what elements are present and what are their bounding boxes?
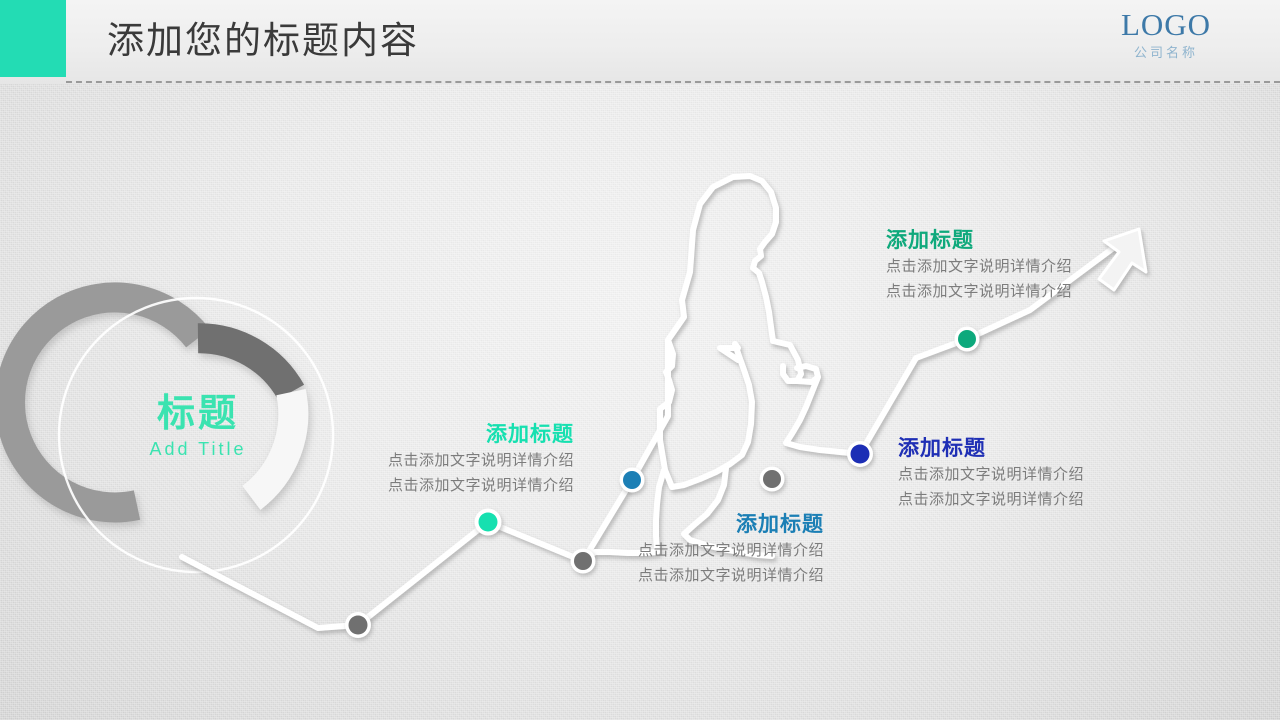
callout-title: 添加标题 — [886, 229, 974, 252]
callout-line: 点击添加文字说明详情介绍 — [898, 491, 1085, 508]
line-segment-2 — [355, 519, 491, 628]
figure-outline-left — [629, 173, 779, 483]
data-point-5[interactable] — [759, 466, 785, 492]
data-point-4[interactable] — [619, 467, 645, 493]
figure-hand — [794, 363, 821, 385]
page-title: 添加您的标题内容 — [107, 21, 419, 62]
line-segment-3 — [485, 519, 586, 564]
callout-title: 添加标题 — [486, 423, 575, 446]
donut-outer-ring — [57, 296, 335, 574]
callout-line: 点击添加文字说明详情介绍 — [638, 542, 825, 559]
figure-arm — [770, 338, 804, 384]
figure-rear-leg — [580, 467, 667, 564]
donut-segment-dark-gray — [197, 323, 305, 400]
header-divider — [66, 81, 1280, 83]
callout-line: 点击添加文字说明详情介绍 — [388, 477, 575, 494]
figure-torso — [657, 337, 755, 490]
donut-segment-white — [241, 388, 309, 510]
logo: LOGO 公司名称 — [1096, 8, 1236, 62]
figure-front-leg — [681, 465, 775, 559]
line-segment-4 — [580, 477, 635, 564]
callout-block-4[interactable]: 添加标题 点击添加文字说明详情介绍 点击添加文字说明详情介绍 — [886, 228, 1072, 304]
data-point-1[interactable] — [345, 612, 371, 638]
donut-chart — [0, 282, 309, 523]
callout-line: 点击添加文字说明详情介绍 — [886, 258, 1073, 275]
data-point-6[interactable] — [847, 441, 873, 467]
logo-company-name: 公司名称 — [1133, 45, 1198, 60]
callout-block-1[interactable]: 添加标题 点击添加文字说明详情介绍 点击添加文字说明详情介绍 — [388, 422, 574, 498]
logo-text: LOGO — [1120, 7, 1212, 42]
data-point-7[interactable] — [954, 326, 980, 352]
callout-line: 点击添加文字说明详情介绍 — [886, 283, 1073, 300]
callout-block-3[interactable]: 添加标题 点击添加文字说明详情介绍 点击添加文字说明详情介绍 — [898, 436, 1084, 512]
data-point-3[interactable] — [570, 548, 596, 574]
header-accent-block — [0, 0, 66, 77]
callout-title: 添加标题 — [898, 437, 986, 460]
data-points — [345, 326, 980, 638]
callout-block-2[interactable]: 添加标题 点击添加文字说明详情介绍 点击添加文字说明详情介绍 — [638, 512, 824, 588]
callout-line: 点击添加文字说明详情介绍 — [388, 452, 575, 469]
callout-title: 添加标题 — [736, 513, 825, 536]
data-point-2[interactable] — [474, 508, 502, 536]
line-segment-5 — [857, 336, 970, 457]
callout-line: 点击添加文字说明详情介绍 — [898, 466, 1085, 483]
arrow-head-up-right — [1097, 227, 1148, 292]
figure-back-arm — [783, 374, 863, 457]
line-segment-1 — [179, 554, 361, 631]
callout-line: 点击添加文字说明详情介绍 — [638, 567, 825, 584]
line-segment-6 — [964, 240, 1123, 342]
slide-header: 添加您的标题内容 LOGO 公司名称 — [0, 0, 1280, 84]
figure-briefcase — [717, 341, 741, 363]
donut-segment-mid-gray — [0, 282, 210, 523]
